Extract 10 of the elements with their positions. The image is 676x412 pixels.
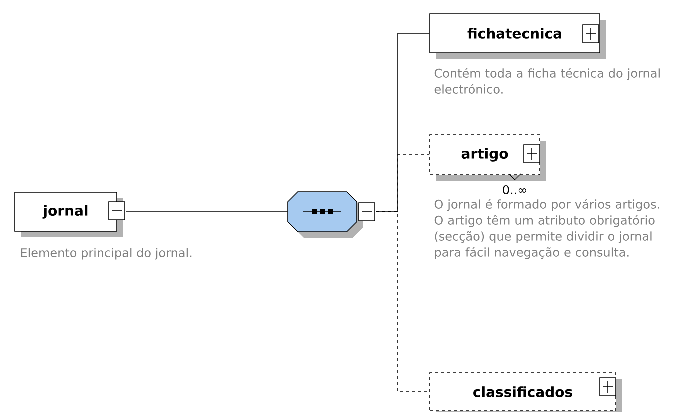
sequence-compositor	[288, 192, 376, 238]
element-box: fichatecnica	[430, 14, 606, 59]
element-box: classificados	[430, 372, 622, 412]
connector-line	[376, 33, 430, 212]
element-box: jornal	[14, 192, 126, 238]
element-box: artigo	[430, 134, 546, 181]
description-text: Elemento principal do jornal.	[21, 248, 192, 260]
multiplicity-label: 0..∞	[503, 185, 526, 195]
description-text: O jornal é formado por vários artigos. O artigo têm um atributo obrigatório (secção) que permite dividir o jornal para fácil navegação e consulta.	[434, 199, 660, 260]
description-text: Contém toda a ficha técnica do jornal electrónico.	[434, 68, 660, 94]
